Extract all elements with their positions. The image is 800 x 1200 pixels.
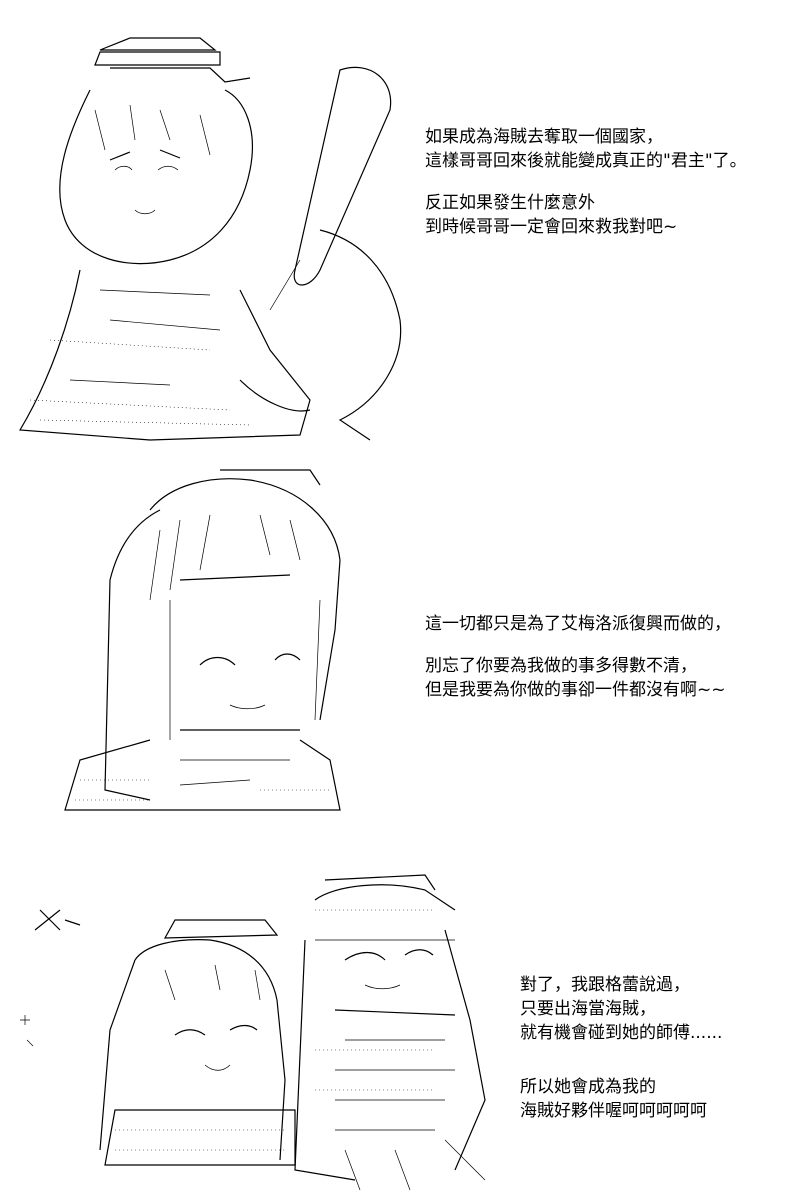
dialogue-line: 這樣哥哥回來後就能變成真正的"君主"了。 [425,151,747,171]
dialogue-line: 別忘了你要為我做的事多得數不清， [425,656,697,676]
dialogue-1: 如果成為海賊去奪取一個國家， 這樣哥哥回來後就能變成真正的"君主"了。 反正如果… [425,125,747,239]
dialogue-line: 海賊好夥伴喔呵呵呵呵呵 [520,1101,707,1121]
dialogue-line: 這一切都只是為了艾梅洛派復興而做的， [425,614,731,634]
panel-2: 這一切都只是為了艾梅洛派復興而做的， 別忘了你要為我做的事多得數不清， 但是我要… [0,450,800,830]
dialogue-line: 只要出海當海賊， [520,999,656,1019]
dialogue-line: 對了，我跟格蕾說過， [520,975,690,995]
ascii-art-girl-with-bat [10,20,430,450]
dialogue-line: 就有機會碰到她的師傅...... [520,1023,723,1043]
dialogue-3: 對了，我跟格蕾說過， 只要出海當海賊， 就有機會碰到她的師傅...... 所以她… [520,973,722,1123]
dialogue-line: 反正如果發生什麼意外 [425,193,595,213]
panel-1: 如果成為海賊去奪取一個國家， 這樣哥哥回來後就能變成真正的"君主"了。 反正如果… [0,0,800,450]
panel-3: 對了，我跟格蕾說過， 只要出海當海賊， 就有機會碰到她的師傅...... 所以她… [0,830,800,1200]
dialogue-line: 但是我要為你做的事卻一件都沒有啊~~ [425,680,726,700]
ascii-art-two-characters [15,850,505,1195]
dialogue-line: 如果成為海賊去奪取一個國家， [425,127,663,147]
dialogue-2: 這一切都只是為了艾梅洛派復興而做的， 別忘了你要為我做的事多得數不清， 但是我要… [425,612,731,702]
dialogue-line: 到時候哥哥一定會回來救我對吧~ [425,217,678,237]
dialogue-line: 所以她會成為我的 [520,1077,656,1097]
ascii-art-long-hair-character [50,460,360,820]
